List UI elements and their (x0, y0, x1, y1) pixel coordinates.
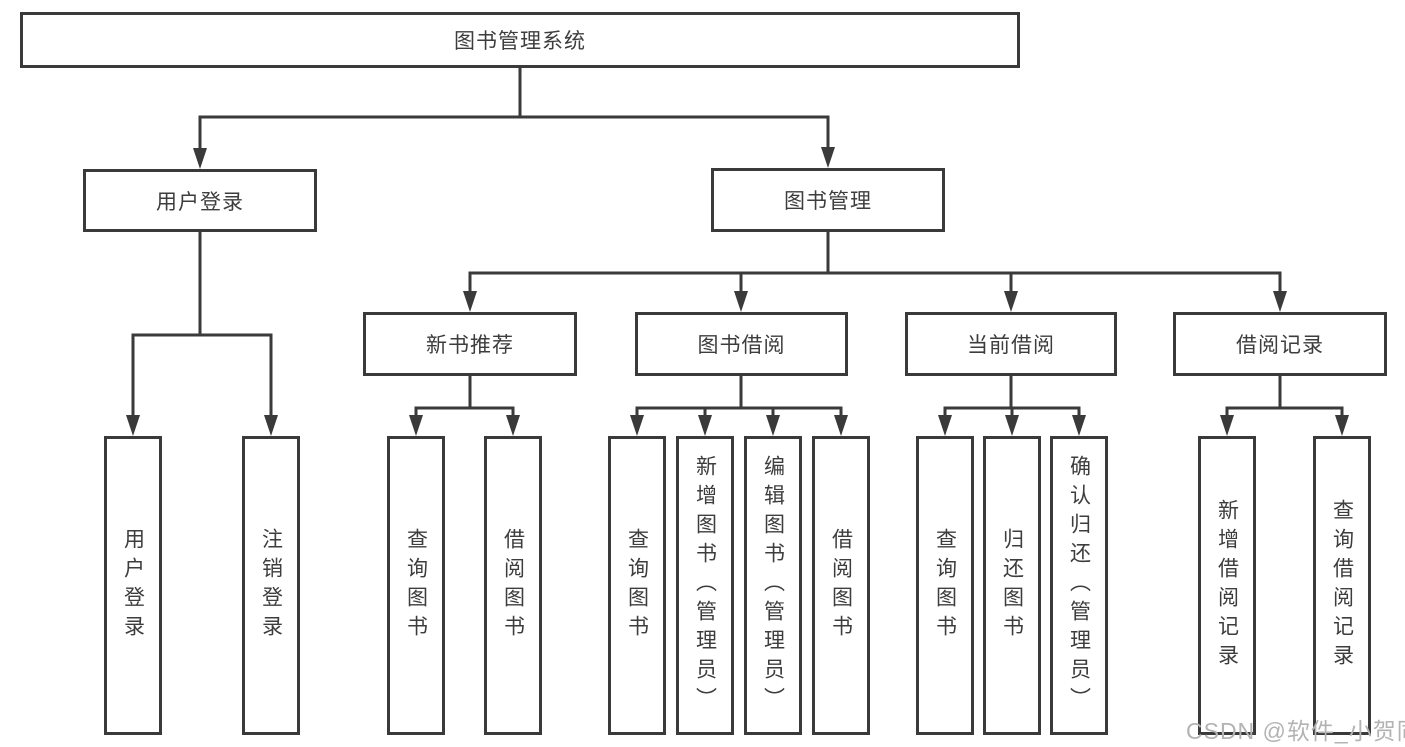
leaf-query-borrow-record: 查询借阅记录 (1313, 436, 1371, 735)
leaf-current-query-books: 查询图书 (916, 436, 974, 735)
leaf-logout: 注销登录 (242, 436, 300, 735)
node-book-borrow: 图书借阅 (635, 312, 848, 376)
node-book-management: 图书管理 (711, 168, 945, 232)
leaf-user-login: 用户登录 (104, 436, 162, 735)
leaf-add-books-admin: 新增图书（管理员） (676, 436, 734, 735)
leaf-edit-books-admin: 编辑图书（管理员） (744, 436, 802, 735)
leaf-return-books: 归还图书 (983, 436, 1041, 735)
leaf-borrow-books: 借阅图书 (812, 436, 870, 735)
node-borrow-records: 借阅记录 (1173, 312, 1387, 376)
leaf-add-borrow-record: 新增借阅记录 (1198, 436, 1256, 735)
leaf-recommend-query-books: 查询图书 (387, 436, 445, 735)
csdn-watermark: CSDN @软件_小贺同学 (1186, 718, 1405, 744)
arrowheads (126, 147, 1349, 436)
leaf-recommend-borrow-books: 借阅图书 (484, 436, 542, 735)
node-new-book-recommend: 新书推荐 (363, 312, 577, 376)
node-current-borrow: 当前借阅 (905, 312, 1117, 376)
node-root-system: 图书管理系统 (20, 12, 1020, 68)
leaf-confirm-return-admin: 确认归还（管理员） (1050, 436, 1108, 735)
leaf-borrow-query-books: 查询图书 (608, 436, 666, 735)
node-user-login: 用户登录 (83, 169, 317, 232)
